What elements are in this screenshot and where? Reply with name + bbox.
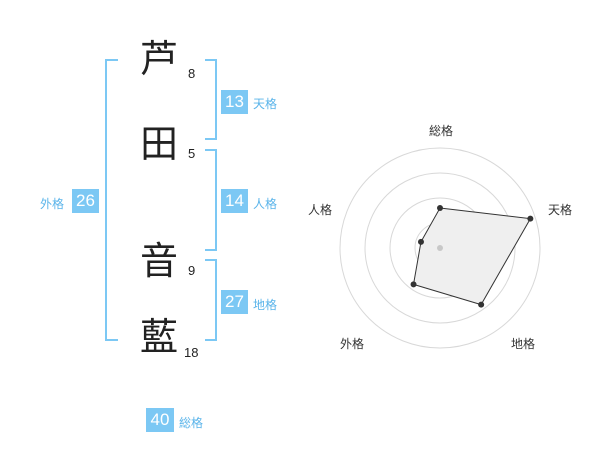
gaikaku-bracket: [105, 59, 118, 341]
stroke-count-2: 5: [188, 146, 196, 161]
radar-center: [437, 245, 443, 251]
stroke-count-3: 9: [188, 263, 196, 278]
name-char-3: 音: [140, 239, 179, 283]
tenkaku-value: 13: [221, 90, 248, 114]
radar-area: [412, 207, 532, 306]
radar-axis-label-soukaku: 総格: [429, 124, 454, 138]
name-char-4: 藍: [140, 315, 179, 359]
radar-axis-label-jinkaku: 人格: [308, 203, 333, 217]
jinkaku-bracket: [205, 149, 217, 251]
gaikaku-value: 26: [72, 189, 99, 213]
radar-point-4: [410, 281, 417, 288]
radar-axis-label-gaikaku: 外格: [340, 337, 365, 351]
tenkaku-label: 天格: [253, 97, 278, 111]
stroke-count-4: 18: [184, 345, 199, 360]
soukaku-label: 総格: [179, 416, 204, 430]
chikaku-label: 地格: [253, 298, 278, 312]
radar-axis-label-chikaku: 地格: [511, 337, 536, 351]
tenkaku-bracket: [205, 59, 217, 140]
jinkaku-value: 14: [221, 189, 248, 213]
soukaku-value: 40: [146, 408, 174, 432]
stroke-count-1: 8: [188, 66, 196, 81]
gaikaku-label: 外格: [40, 197, 65, 211]
radar-ring-3: [364, 172, 516, 324]
radar-ring-4: [339, 147, 541, 349]
name-char-1: 芦: [140, 37, 179, 81]
radar-point-5: [417, 238, 424, 245]
radar-point-2: [527, 215, 534, 222]
radar-point-1: [437, 205, 443, 211]
chikaku-bracket: [205, 259, 217, 341]
chikaku-value: 27: [221, 290, 248, 314]
jinkaku-label: 人格: [253, 197, 278, 211]
radar-point-3: [478, 301, 485, 308]
name-char-2: 田: [140, 122, 179, 166]
radar-axis-label-tenkaku: 天格: [548, 203, 573, 217]
